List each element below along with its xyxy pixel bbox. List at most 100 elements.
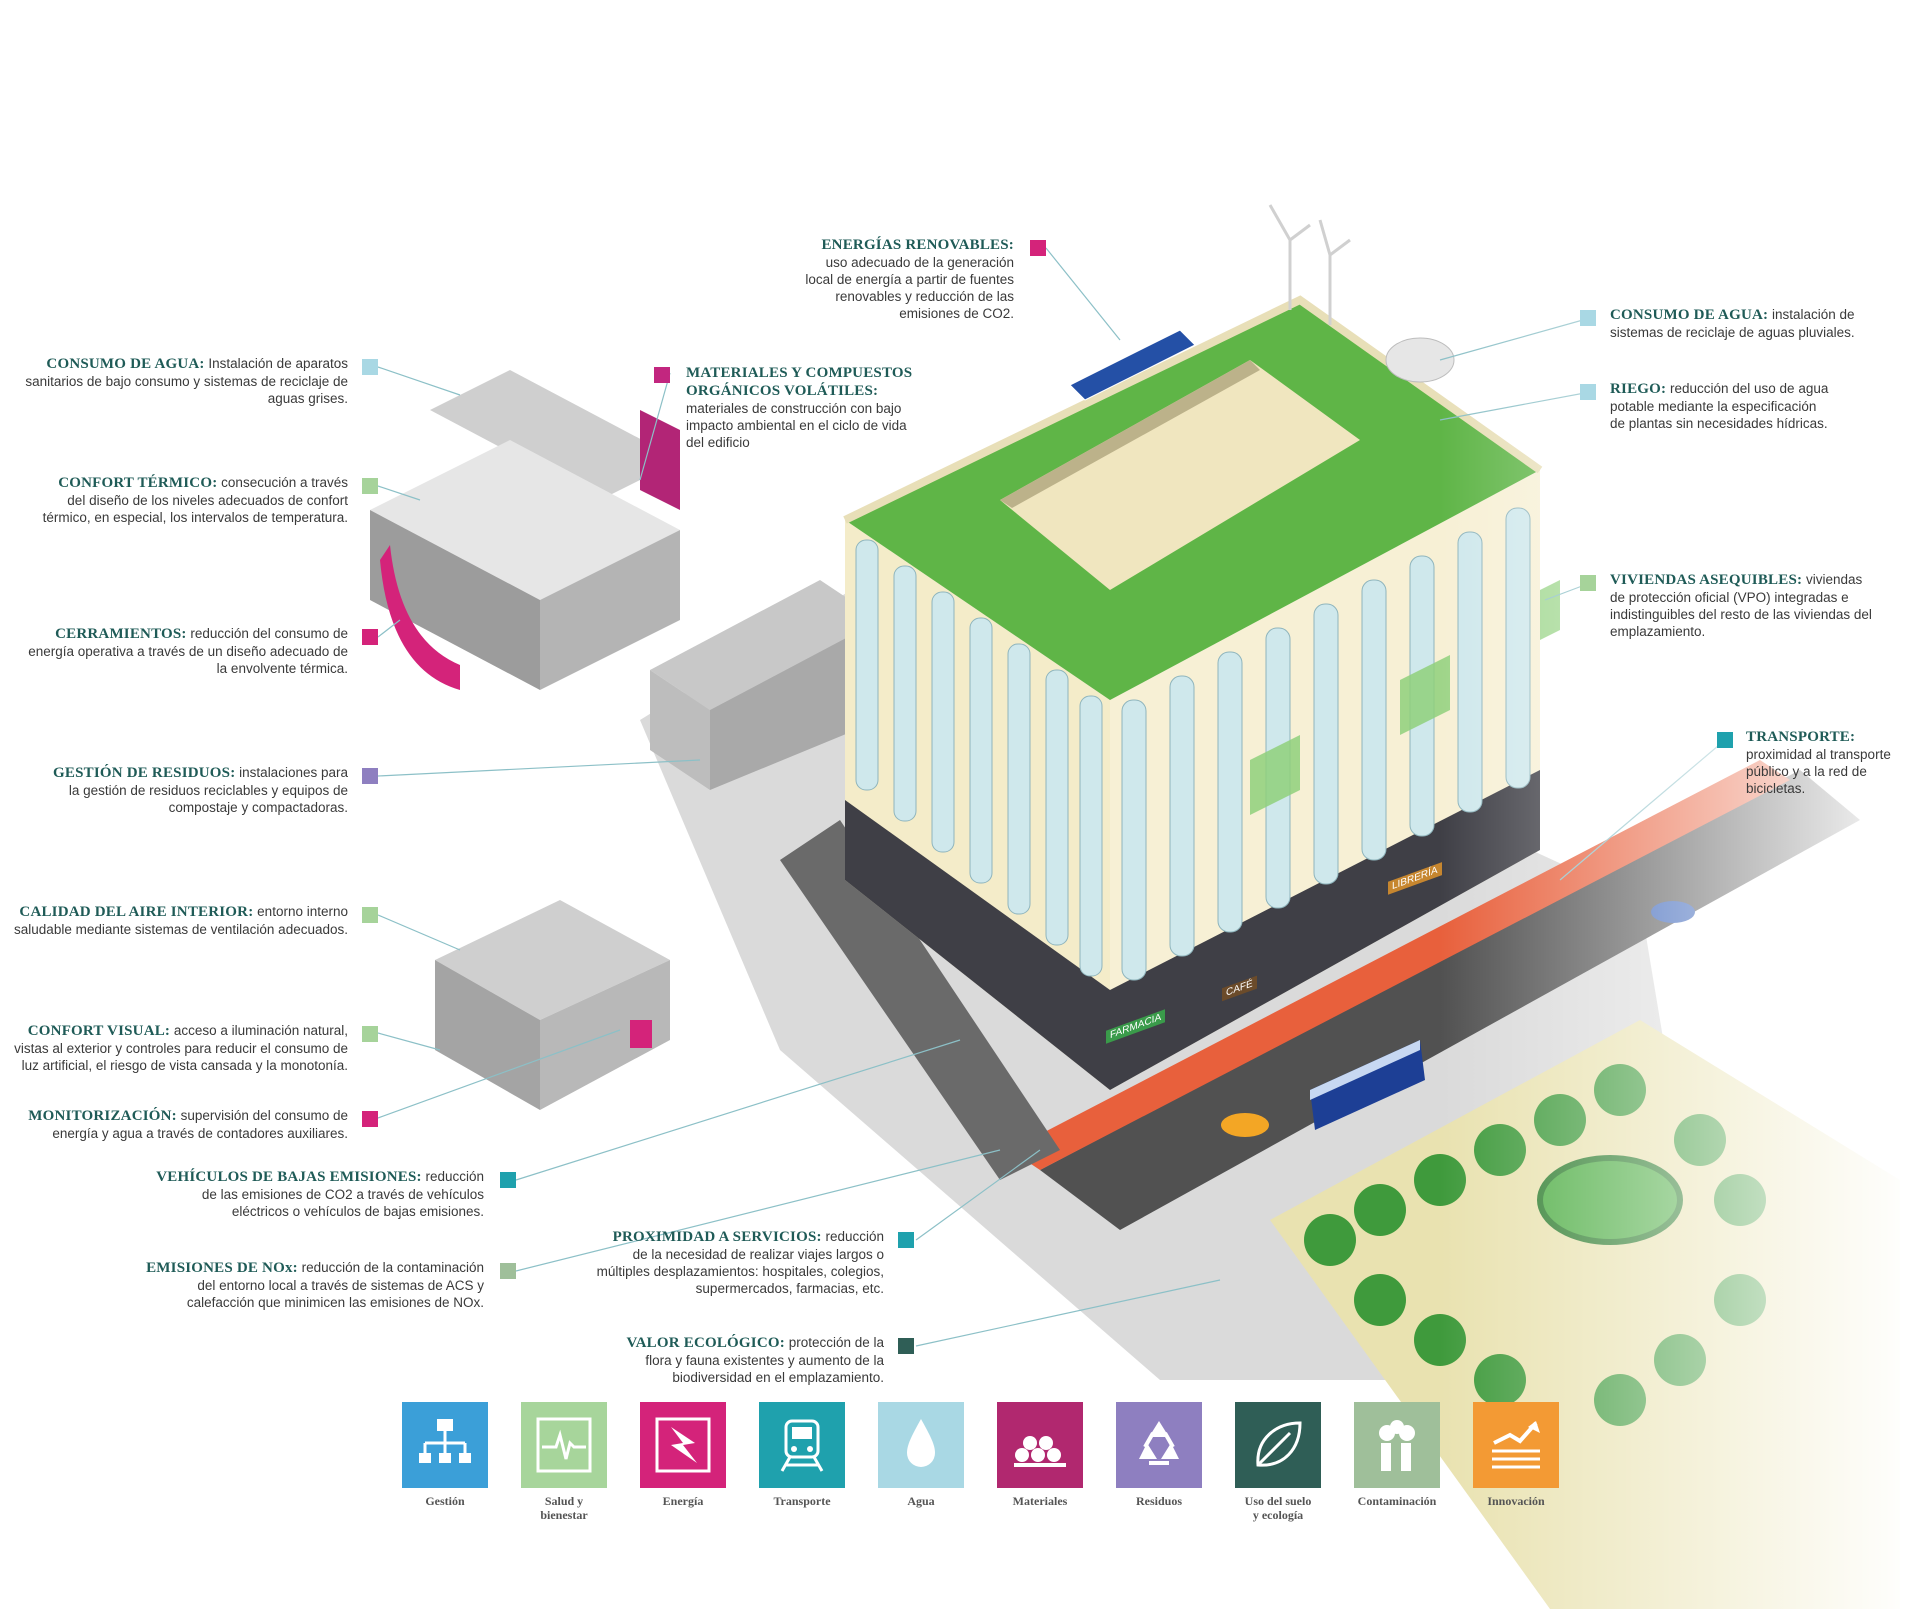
water-drop-icon [907, 1419, 935, 1467]
callout-confort-visual: CONFORT VISUAL: acceso a iluminación nat… [0, 1022, 348, 1074]
marker-materiales-cov [654, 367, 670, 383]
callout-monitorizacion: MONITORIZACIÓN: supervisión del consumo … [10, 1107, 348, 1142]
callout-text: la envolvente térmica. [216, 661, 348, 676]
callout-riego: RIEGO: reducción del uso de agua potable… [1610, 380, 1910, 432]
marker-vehiculos [500, 1172, 516, 1188]
callout-text: potable mediante la especificación [1610, 399, 1817, 414]
category-box [640, 1402, 726, 1488]
callout-text: bicicletas. [1746, 781, 1806, 796]
leaf-icon [1256, 1421, 1302, 1467]
category-box [402, 1402, 488, 1488]
callout-proximidad-servicios: PROXIMIDAD A SERVICIOS: reducción de la … [560, 1228, 884, 1297]
callout-text: reducción [425, 1169, 484, 1184]
callout-text: protección de la [788, 1335, 884, 1350]
callout-text: eléctricos o vehículos de bajas emisione… [231, 1204, 484, 1219]
callout-text: materiales de construcción con bajo [686, 401, 902, 416]
callout-text: reducción del consumo de [190, 626, 348, 641]
category-box [1354, 1402, 1440, 1488]
callout-text: de la necesidad de realizar viajes largo… [632, 1247, 884, 1262]
category-box [1473, 1402, 1559, 1488]
callout-text: de plantas sin necesidades hídricas. [1610, 416, 1828, 431]
pipes-icon [1014, 1436, 1066, 1467]
callout-viviendas: VIVIENDAS ASEQUIBLES: viviendas de prote… [1610, 571, 1910, 640]
category-transporte: Transporte [759, 1402, 845, 1508]
category-residuos: Residuos [1116, 1402, 1202, 1508]
category-label: Energía [662, 1494, 704, 1508]
callout-text: emisiones de CO2. [899, 306, 1014, 321]
category-label: Contaminación [1357, 1494, 1437, 1508]
category-box [878, 1402, 964, 1488]
chimney-icon [1379, 1420, 1415, 1471]
callout-title: MATERIALES Y COMPUESTOS [686, 365, 913, 381]
category-contaminacion: Contaminación [1354, 1402, 1440, 1508]
marker-confort-visual [362, 1026, 378, 1042]
callout-text: de las emisiones de CO2 a través de vehí… [201, 1187, 484, 1202]
callout-title: CONSUMO DE AGUA: [46, 356, 205, 372]
category-box [1235, 1402, 1321, 1488]
callout-text: del entorno local a través de sistemas d… [197, 1278, 484, 1293]
callout-title: GESTIÓN DE RESIDUOS: [53, 765, 236, 781]
callout-text: del diseño de los niveles adecuados de c… [67, 493, 348, 508]
marker-consumo-agua-ext [1580, 310, 1596, 326]
marker-riego [1580, 384, 1596, 400]
callout-text: múltiples desplazamientos: hospitales, c… [596, 1264, 884, 1279]
callout-text: sanitarios de bajo consumo y sistemas de… [25, 374, 348, 389]
callout-text: impacto ambiental en el ciclo de vida [686, 418, 907, 433]
callout-consumo-agua-ext: CONSUMO DE AGUA: instalación de sistemas… [1610, 306, 1910, 341]
callout-text: térmico, en especial, los intervalos de … [42, 510, 348, 525]
marker-calidad-aire [362, 907, 378, 923]
category-box [521, 1402, 607, 1488]
growth-arrow-icon [1492, 1421, 1540, 1469]
marker-consumo-agua-int [362, 359, 378, 375]
callout-text: flora y fauna existentes y aumento de la [645, 1353, 884, 1368]
category-label: Materiales [1012, 1494, 1068, 1508]
callout-text: compostaje y compactadoras. [168, 800, 348, 815]
category-label: Transporte [773, 1494, 831, 1508]
callout-text: acceso a iluminación natural, [173, 1023, 348, 1038]
callout-text: saludable mediante sistemas de ventilaci… [14, 922, 348, 937]
callout-confort-termico: CONFORT TÉRMICO: consecución a través de… [10, 474, 348, 526]
callout-text: energía operativa a través de un diseño … [28, 644, 348, 659]
callout-vehiculos: VEHÍCULOS DE BAJAS EMISIONES: reducción … [120, 1168, 484, 1220]
callout-text: renovables y reducción de las [835, 289, 1014, 304]
marker-confort-termico [362, 478, 378, 494]
callout-text: calefacción que minimicen las emisiones … [186, 1295, 484, 1310]
callout-title: CONFORT TÉRMICO: [58, 475, 218, 491]
category-box [759, 1402, 845, 1488]
marker-cerramientos [362, 629, 378, 645]
callout-title: RIEGO: [1610, 381, 1667, 397]
callout-text: supervisión del consumo de [180, 1108, 348, 1123]
category-label: Agua [907, 1494, 935, 1508]
callout-text: proximidad al transporte [1746, 747, 1891, 762]
marker-proximidad-servicios [898, 1232, 914, 1248]
callout-text: biodiversidad en el emplazamiento. [672, 1370, 884, 1385]
callout-text: energía y agua a través de contadores au… [52, 1126, 348, 1141]
callout-text: de protección oficial (VPO) integradas e [1610, 590, 1849, 605]
callout-text: uso adecuado de la generación [825, 255, 1014, 270]
category-innovacion: Innovación [1473, 1402, 1559, 1508]
train-icon [780, 1419, 824, 1472]
callout-title: VIVIENDAS ASEQUIBLES: [1610, 572, 1803, 588]
category-energia: Energía [640, 1402, 726, 1508]
category-box [997, 1402, 1083, 1488]
marker-valor-ecologico [898, 1338, 914, 1354]
callout-text: luz artificial, el riesgo de vista cansa… [21, 1058, 348, 1073]
marker-emisiones-nox [500, 1263, 516, 1279]
callout-consumo-agua-int: CONSUMO DE AGUA: Instalación de aparatos… [10, 355, 348, 407]
callout-text: reducción [825, 1229, 884, 1244]
callout-text: instalación de [1771, 307, 1855, 322]
callout-text: reducción del uso de agua [1669, 381, 1829, 396]
category-label: Innovación [1487, 1494, 1545, 1508]
callout-text: del edificio [686, 435, 750, 450]
callout-title: CALIDAD DEL AIRE INTERIOR: [19, 904, 254, 920]
callout-text: entorno interno [257, 904, 348, 919]
callout-title: ENERGÍAS RENOVABLES: [821, 237, 1014, 253]
callout-title: VALOR ECOLÓGICO: [626, 1335, 785, 1351]
category-box [1116, 1402, 1202, 1488]
recycle-icon [1139, 1421, 1179, 1465]
callout-title-line2: ORGÁNICOS VOLÁTILES: [686, 383, 879, 399]
callout-text: público y a la red de [1746, 764, 1867, 779]
marker-monitorizacion [362, 1111, 378, 1127]
